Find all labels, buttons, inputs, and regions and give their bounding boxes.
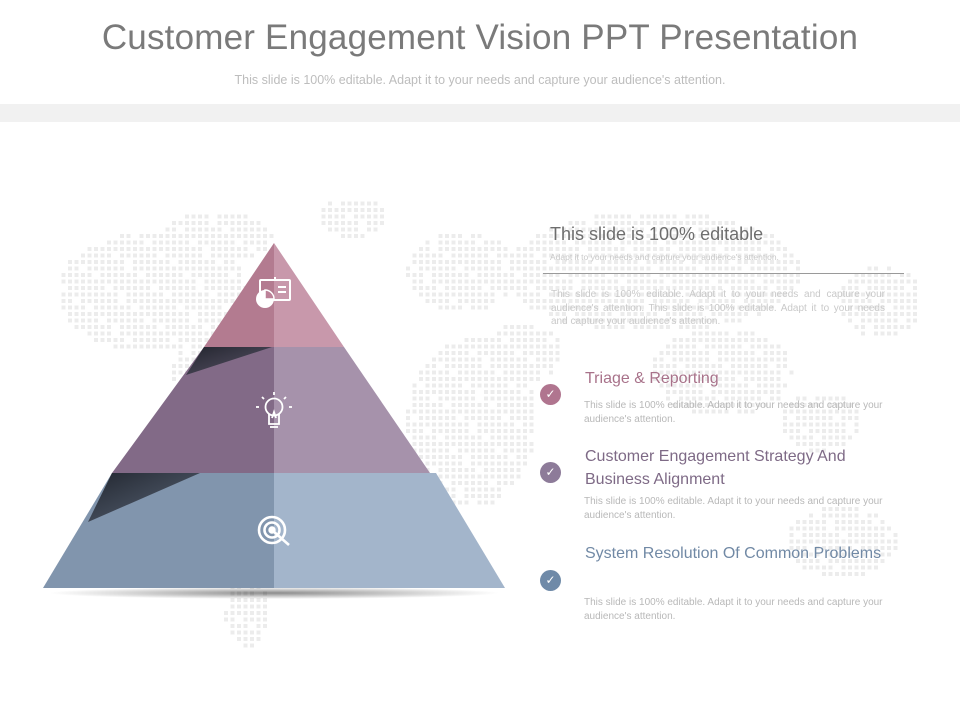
intro-divider (543, 273, 904, 274)
item-body-resolution: This slide is 100% editable. Adapt it to… (584, 597, 883, 622)
slide-title: Customer Engagement Vision PPT Presentat… (101, 18, 859, 57)
check-circle-icon: ✓ (540, 384, 561, 405)
pyramid-tier-top (204, 243, 344, 347)
slide-subtitle: This slide is 100% editable. Adapt it to… (234, 73, 726, 87)
item-body-triage: This slide is 100% editable. Adapt it to… (584, 400, 883, 425)
item-heading-strategy: Customer Engagement Strategy And Busines… (585, 448, 846, 488)
pyramid-tier-bottom (43, 473, 505, 588)
item-heading-triage: Triage & Reporting (585, 370, 719, 387)
lightbulb-icon (256, 392, 292, 428)
check-circle-icon: ✓ (540, 570, 561, 591)
item-heading-resolution: System Resolution Of Common Problems (585, 545, 882, 562)
pyramid-tier-middle (112, 347, 430, 473)
header-divider-band (0, 104, 960, 122)
intro-subheading: Adapt it to your needs and capture your … (550, 252, 779, 262)
tier-fold-shadow (88, 473, 200, 522)
pyramid-shadow (49, 587, 499, 599)
target-icon (257, 515, 290, 546)
tier-fold-shadow (186, 347, 272, 375)
intro-body: This slide is 100% editable. Adapt it to… (551, 289, 885, 327)
intro-heading: This slide is 100% editable (550, 224, 764, 244)
item-body-strategy: This slide is 100% editable. Adapt it to… (584, 496, 883, 521)
presentation-chart-icon (256, 277, 291, 308)
check-circle-icon: ✓ (540, 462, 561, 483)
